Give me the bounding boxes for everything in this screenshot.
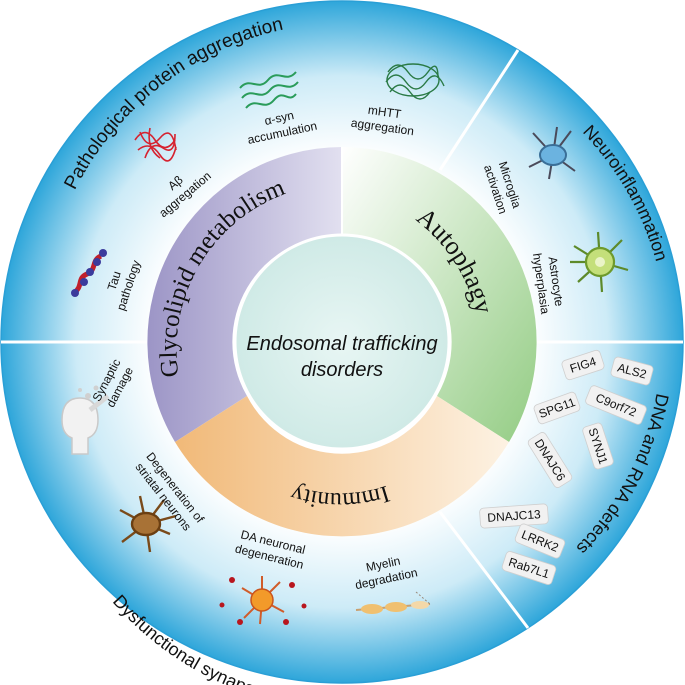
myelin-icon: [355, 591, 431, 614]
svg-text:mHTT: mHTT: [367, 103, 403, 122]
striatal-neuron-icon: [119, 495, 177, 553]
segment-immunity: [175, 396, 509, 537]
svg-text:DNAJC13: DNAJC13: [487, 507, 542, 525]
asyn-icon: [239, 71, 299, 109]
svg-text:Tau: Tau: [105, 269, 124, 292]
microglia-icon: [528, 126, 576, 180]
divider-bottom-right: [438, 511, 530, 629]
gene-dnajc6: DNAJC6: [527, 432, 573, 488]
astrocyte-icon: [570, 231, 629, 293]
tau-icon: [71, 249, 107, 297]
gene-als2: ALS2: [610, 356, 654, 386]
abeta-icon: [134, 127, 177, 162]
center-circle: [233, 233, 451, 451]
svg-text:Astrocyte: Astrocyte: [546, 256, 567, 308]
gene-dnajc13: DNAJC13: [479, 503, 549, 529]
svg-text:α-syn: α-syn: [263, 108, 295, 128]
mhtt-icon: [385, 63, 445, 100]
segment-autophagy: [342, 147, 537, 442]
da-neuron-icon: [219, 576, 307, 625]
center-title-line1: Endosomal trafficking: [246, 333, 437, 355]
segment-glycolipid: [147, 147, 342, 442]
synapse-icon: [61, 385, 110, 455]
divider-top-right: [438, 49, 520, 171]
center-title-line2: disorders: [301, 359, 383, 381]
gene-fig4: FIG4: [561, 349, 605, 381]
gene-c9orf72: C9orf72: [585, 385, 647, 425]
